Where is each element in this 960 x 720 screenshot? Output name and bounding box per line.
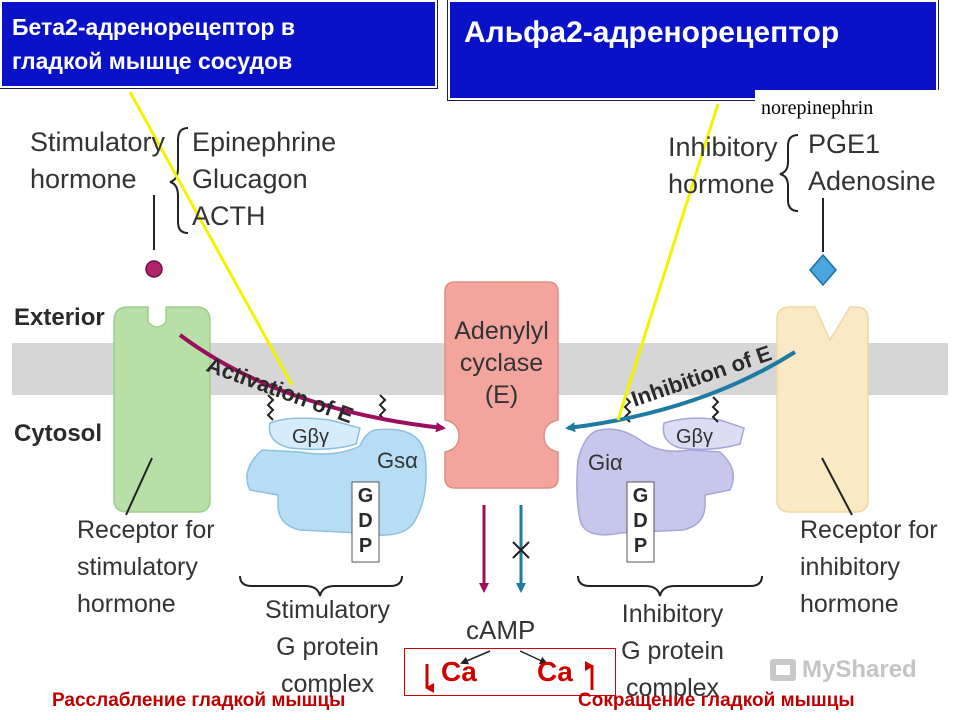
adenylyl-cyclase-label: Adenylyl cyclase (E) bbox=[454, 317, 549, 409]
hormone-acth: ACTH bbox=[192, 201, 266, 231]
alpha2-title: Альфа2-адренорецептор bbox=[464, 16, 840, 49]
inhibitory-receptor-label: Receptor for inhibitory hormone bbox=[800, 516, 938, 618]
gi-gdp-box bbox=[626, 481, 655, 563]
watermark-text: MyShared bbox=[802, 656, 917, 683]
stimulatory-hormone-list: Epinephrine Glucagon ACTH bbox=[192, 124, 336, 235]
gs-gdp-box bbox=[351, 481, 380, 563]
gs-alpha-label: Gsα bbox=[377, 448, 418, 473]
inhibition-arrow bbox=[565, 350, 797, 433]
exterior-label: Exterior bbox=[14, 304, 105, 331]
adenylyl-cyclase-shape bbox=[444, 281, 559, 489]
inhibitory-hormone-ligand bbox=[809, 253, 837, 287]
stimulatory-receptor-label: Receptor for stimulatory hormone bbox=[77, 516, 215, 618]
hormone-pge1: PGE1 bbox=[808, 129, 881, 159]
cytosol-label: Cytosol bbox=[14, 420, 103, 447]
calcium-box bbox=[404, 648, 616, 696]
stimulatory-hormone-ligand bbox=[145, 260, 163, 278]
inhibitory-hormone-list: PGE1 Adenosine bbox=[808, 126, 936, 200]
gi-beta-gamma-shape bbox=[662, 417, 745, 451]
beta2-title-line1: Бета2-адренорецептор в bbox=[12, 14, 295, 40]
inhibitory-hormone-label: Inhibitory hormone bbox=[668, 132, 778, 199]
gs-beta-gamma-label: Gβγ bbox=[292, 426, 330, 448]
hormone-glucagon: Glucagon bbox=[192, 164, 308, 194]
pointer-line-alpha bbox=[616, 103, 720, 421]
gi-alpha-shape bbox=[576, 428, 735, 536]
camp-label: cAMP bbox=[466, 615, 536, 645]
stimulatory-hormone-label: Stimulatory hormone bbox=[30, 127, 166, 194]
gi-alpha-label: Giα bbox=[588, 450, 623, 475]
beta2-receptor-title-box: Бета2-адренорецептор в гладкой мышце сос… bbox=[0, 0, 438, 89]
norepinephrine-label: norepinephrin bbox=[755, 90, 945, 126]
contraction-caption: Сокращение гладкой мышцы bbox=[578, 690, 855, 711]
alpha2-receptor-title-box: Альфа2-адренорецептор bbox=[447, 0, 939, 101]
pointer-line-beta bbox=[128, 91, 294, 386]
hormone-adenosine: Adenosine bbox=[808, 166, 936, 196]
ca-left-label: Ca bbox=[441, 656, 477, 687]
hormone-epinephrine: Epinephrine bbox=[192, 127, 337, 157]
ca-right-label: Ca bbox=[537, 656, 573, 687]
stimulatory-receptor-shape bbox=[113, 306, 211, 513]
gs-alpha-shape bbox=[246, 428, 427, 536]
inhibitory-g-protein-complex-label: Inhibitory G protein complex bbox=[621, 600, 724, 702]
beta2-title-line2: гладкой мышце сосудов bbox=[12, 48, 293, 74]
relaxation-caption: Расслабление гладкой мышцы bbox=[52, 690, 346, 711]
activation-arrow bbox=[178, 333, 446, 433]
stimulatory-g-protein-complex-label: Stimulatory G protein complex bbox=[264, 596, 391, 698]
inhibitory-receptor-shape bbox=[776, 306, 869, 513]
gi-beta-gamma-label: Gβγ bbox=[676, 426, 714, 448]
gs-beta-gamma-shape bbox=[268, 417, 361, 451]
